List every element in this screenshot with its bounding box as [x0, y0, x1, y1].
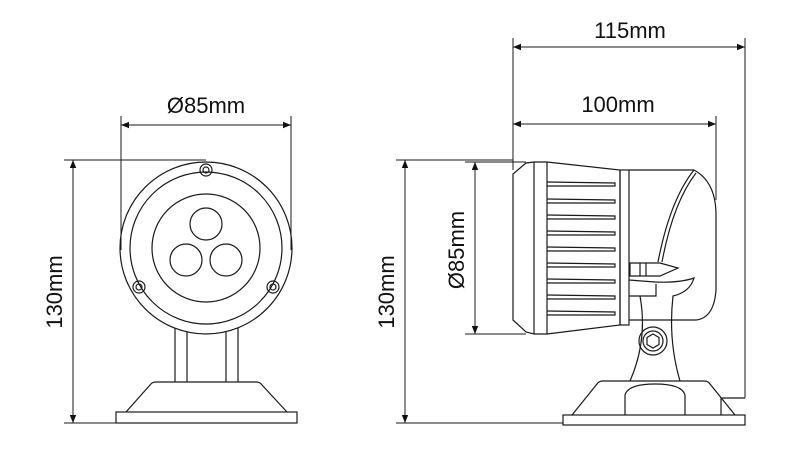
- heatsink-fins: [546, 181, 616, 316]
- hex-bolt-icon: [646, 333, 660, 349]
- screw-icon: [266, 280, 280, 294]
- body-length-label: 100mm: [581, 92, 654, 117]
- pivot-pin: [629, 262, 680, 277]
- side-view: 115mm 100mm 130mm Ø85mm: [374, 18, 746, 426]
- rear-housing: [629, 169, 717, 321]
- collar: [619, 169, 630, 326]
- led-icon: [169, 243, 203, 277]
- front-height-label: 130mm: [42, 255, 67, 328]
- screw-icon: [199, 163, 213, 177]
- side-height-label: 130mm: [374, 255, 399, 328]
- lens-ring: [151, 193, 261, 303]
- front-bezel: [512, 161, 535, 335]
- overall-length-label: 115mm: [594, 18, 666, 43]
- stem: [174, 328, 239, 382]
- side-diameter-label: Ø85mm: [444, 211, 469, 289]
- screw-icon: [132, 280, 146, 294]
- outer-ring: [119, 161, 293, 335]
- led-icon: [209, 243, 243, 277]
- front-view: Ø85mm 130mm: [42, 93, 298, 424]
- bracket: [628, 277, 695, 382]
- base: [125, 381, 288, 413]
- bezel-ring: [129, 171, 283, 325]
- side-base-plate: [562, 414, 746, 426]
- led-icon: [189, 207, 223, 241]
- side-base: [571, 380, 736, 416]
- bracket-knob: [638, 326, 668, 356]
- base-plate: [115, 411, 298, 424]
- front-diameter-label: Ø85mm: [167, 93, 245, 118]
